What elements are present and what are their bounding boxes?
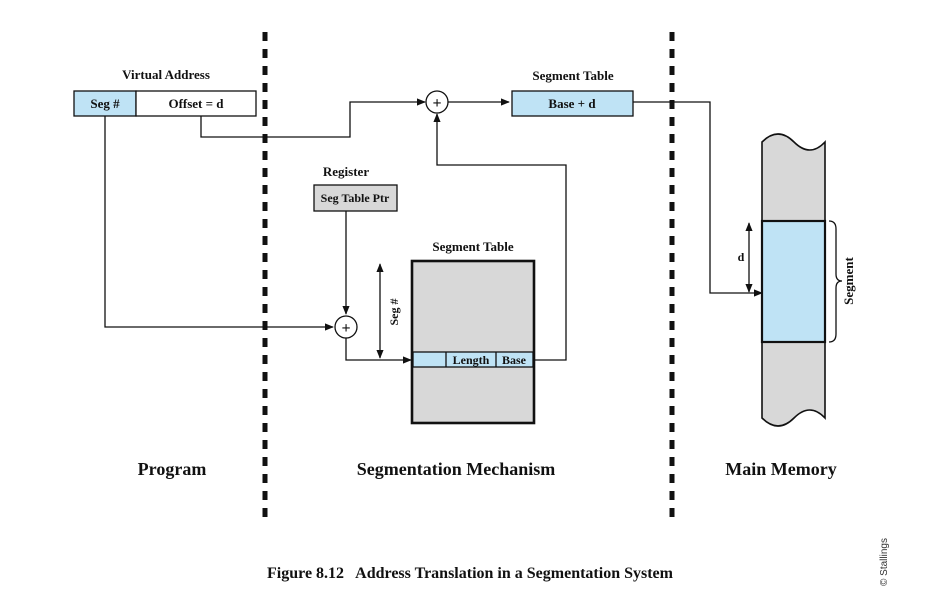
segmentation-mechanism-title: Segmentation Mechanism	[357, 459, 555, 479]
register-label: Register	[323, 164, 369, 179]
top-adder-plus: +	[432, 95, 441, 112]
memory-segment	[760, 219, 827, 344]
program-title: Program	[138, 459, 207, 479]
seg-table-ptr-label: Seg Table Ptr	[321, 191, 390, 205]
seg-table-ptr-box	[313, 184, 398, 212]
base-return-arrow	[433, 113, 567, 361]
offset-box	[135, 90, 257, 117]
entry-arrow	[345, 338, 412, 364]
seg-num-label: Seg #	[90, 96, 120, 111]
seg-num-box	[73, 90, 137, 117]
d-label: d	[738, 250, 745, 264]
segment-table-mid-label: Segment Table	[432, 239, 513, 254]
length-label: Length	[453, 353, 490, 367]
base-plus-d-label: Base + d	[548, 96, 596, 111]
segment-brace	[828, 220, 843, 343]
offset-arrow	[200, 98, 426, 138]
seg-num-arrow	[104, 116, 334, 331]
virtual-address-label: Virtual Address	[122, 67, 210, 82]
segment-table-body	[410, 259, 536, 425]
main-memory-title: Main Memory	[725, 459, 836, 479]
base-label: Base	[502, 353, 527, 367]
figure-caption: Figure 8.12 Address Translation in a Seg…	[267, 565, 674, 582]
segment-label: Segment	[841, 257, 856, 305]
offset-label: Offset = d	[168, 96, 224, 111]
bottom-adder-plus: +	[341, 320, 350, 337]
segment-table-top-label: Segment Table	[532, 68, 613, 83]
base-plus-d-box	[511, 90, 634, 117]
physical-address-arrow	[633, 101, 763, 297]
seg-num-vertical-label: Seg #	[387, 299, 401, 326]
credit-label: © Stallings	[879, 538, 890, 586]
